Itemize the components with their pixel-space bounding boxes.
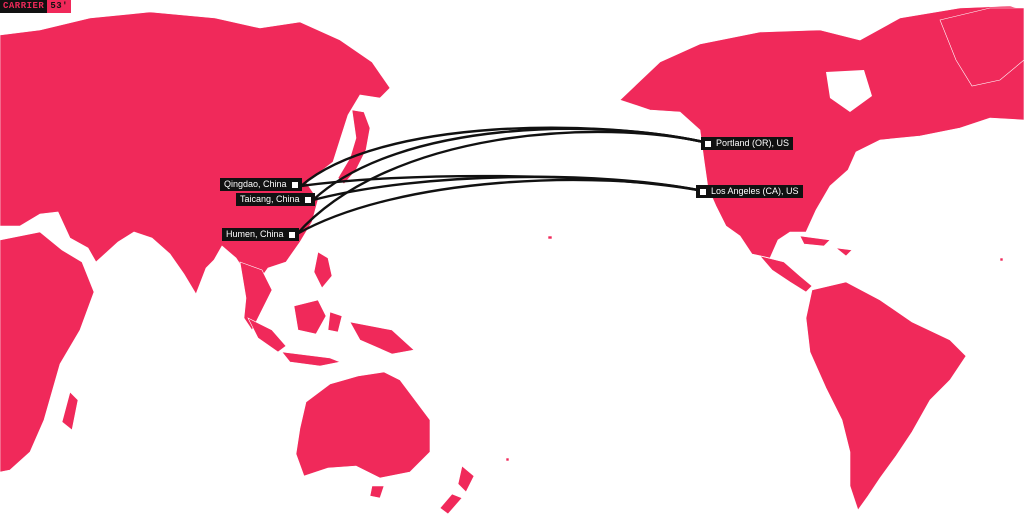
origin-label: Taicang, China bbox=[240, 194, 300, 204]
destination-badge-los-angeles[interactable]: Los Angeles (CA), US bbox=[696, 185, 803, 198]
port-marker-icon bbox=[291, 181, 298, 188]
landmass-greenland bbox=[939, 7, 1024, 87]
brand-suffix: 53' bbox=[47, 0, 72, 13]
landmass-madagascar bbox=[61, 391, 79, 431]
route-humen-los-angeles bbox=[296, 178, 704, 236]
destination-badge-portland[interactable]: Portland (OR), US bbox=[701, 137, 794, 150]
landmass-sulawesi bbox=[327, 311, 343, 333]
route-taicang-portland bbox=[312, 127, 709, 201]
landmass-indonesia-2 bbox=[281, 351, 342, 367]
landmass-south-america bbox=[805, 281, 967, 511]
landmass-new-zealand bbox=[439, 465, 475, 515]
landmass-africa bbox=[0, 231, 95, 473]
port-marker-icon bbox=[700, 188, 706, 195]
port-marker-icon bbox=[304, 196, 311, 203]
landmass-australia bbox=[295, 371, 431, 479]
origin-label: Qingdao, China bbox=[224, 179, 287, 189]
landmass-philippines bbox=[313, 251, 333, 289]
port-marker-icon bbox=[288, 231, 295, 238]
landmass-eurasia bbox=[0, 11, 391, 295]
landmass-japan bbox=[337, 109, 371, 185]
origin-badge-taicang[interactable]: Taicang, China bbox=[236, 193, 315, 206]
brand-logo: CARRIER 53' bbox=[0, 0, 72, 13]
shipping-routes bbox=[296, 126, 709, 236]
destination-label: Portland (OR), US bbox=[716, 138, 790, 148]
landmass-indonesia-1 bbox=[247, 317, 287, 353]
landmass-caribbean bbox=[799, 235, 853, 257]
port-marker-icon bbox=[705, 140, 711, 147]
landmass-central-america bbox=[759, 255, 813, 293]
origin-label: Humen, China bbox=[226, 229, 284, 239]
landmass-borneo bbox=[293, 299, 327, 335]
landmass-new-guinea bbox=[349, 321, 415, 355]
landmass-tasmania bbox=[369, 485, 385, 499]
origin-badge-humen[interactable]: Humen, China bbox=[222, 228, 299, 241]
landmass-indochina bbox=[239, 261, 273, 331]
origin-badge-qingdao[interactable]: Qingdao, China bbox=[220, 178, 302, 191]
brand-name: CARRIER bbox=[0, 0, 48, 13]
destination-label: Los Angeles (CA), US bbox=[711, 186, 799, 196]
route-humen-portland bbox=[296, 130, 709, 235]
route-taicang-los-angeles bbox=[312, 175, 704, 202]
